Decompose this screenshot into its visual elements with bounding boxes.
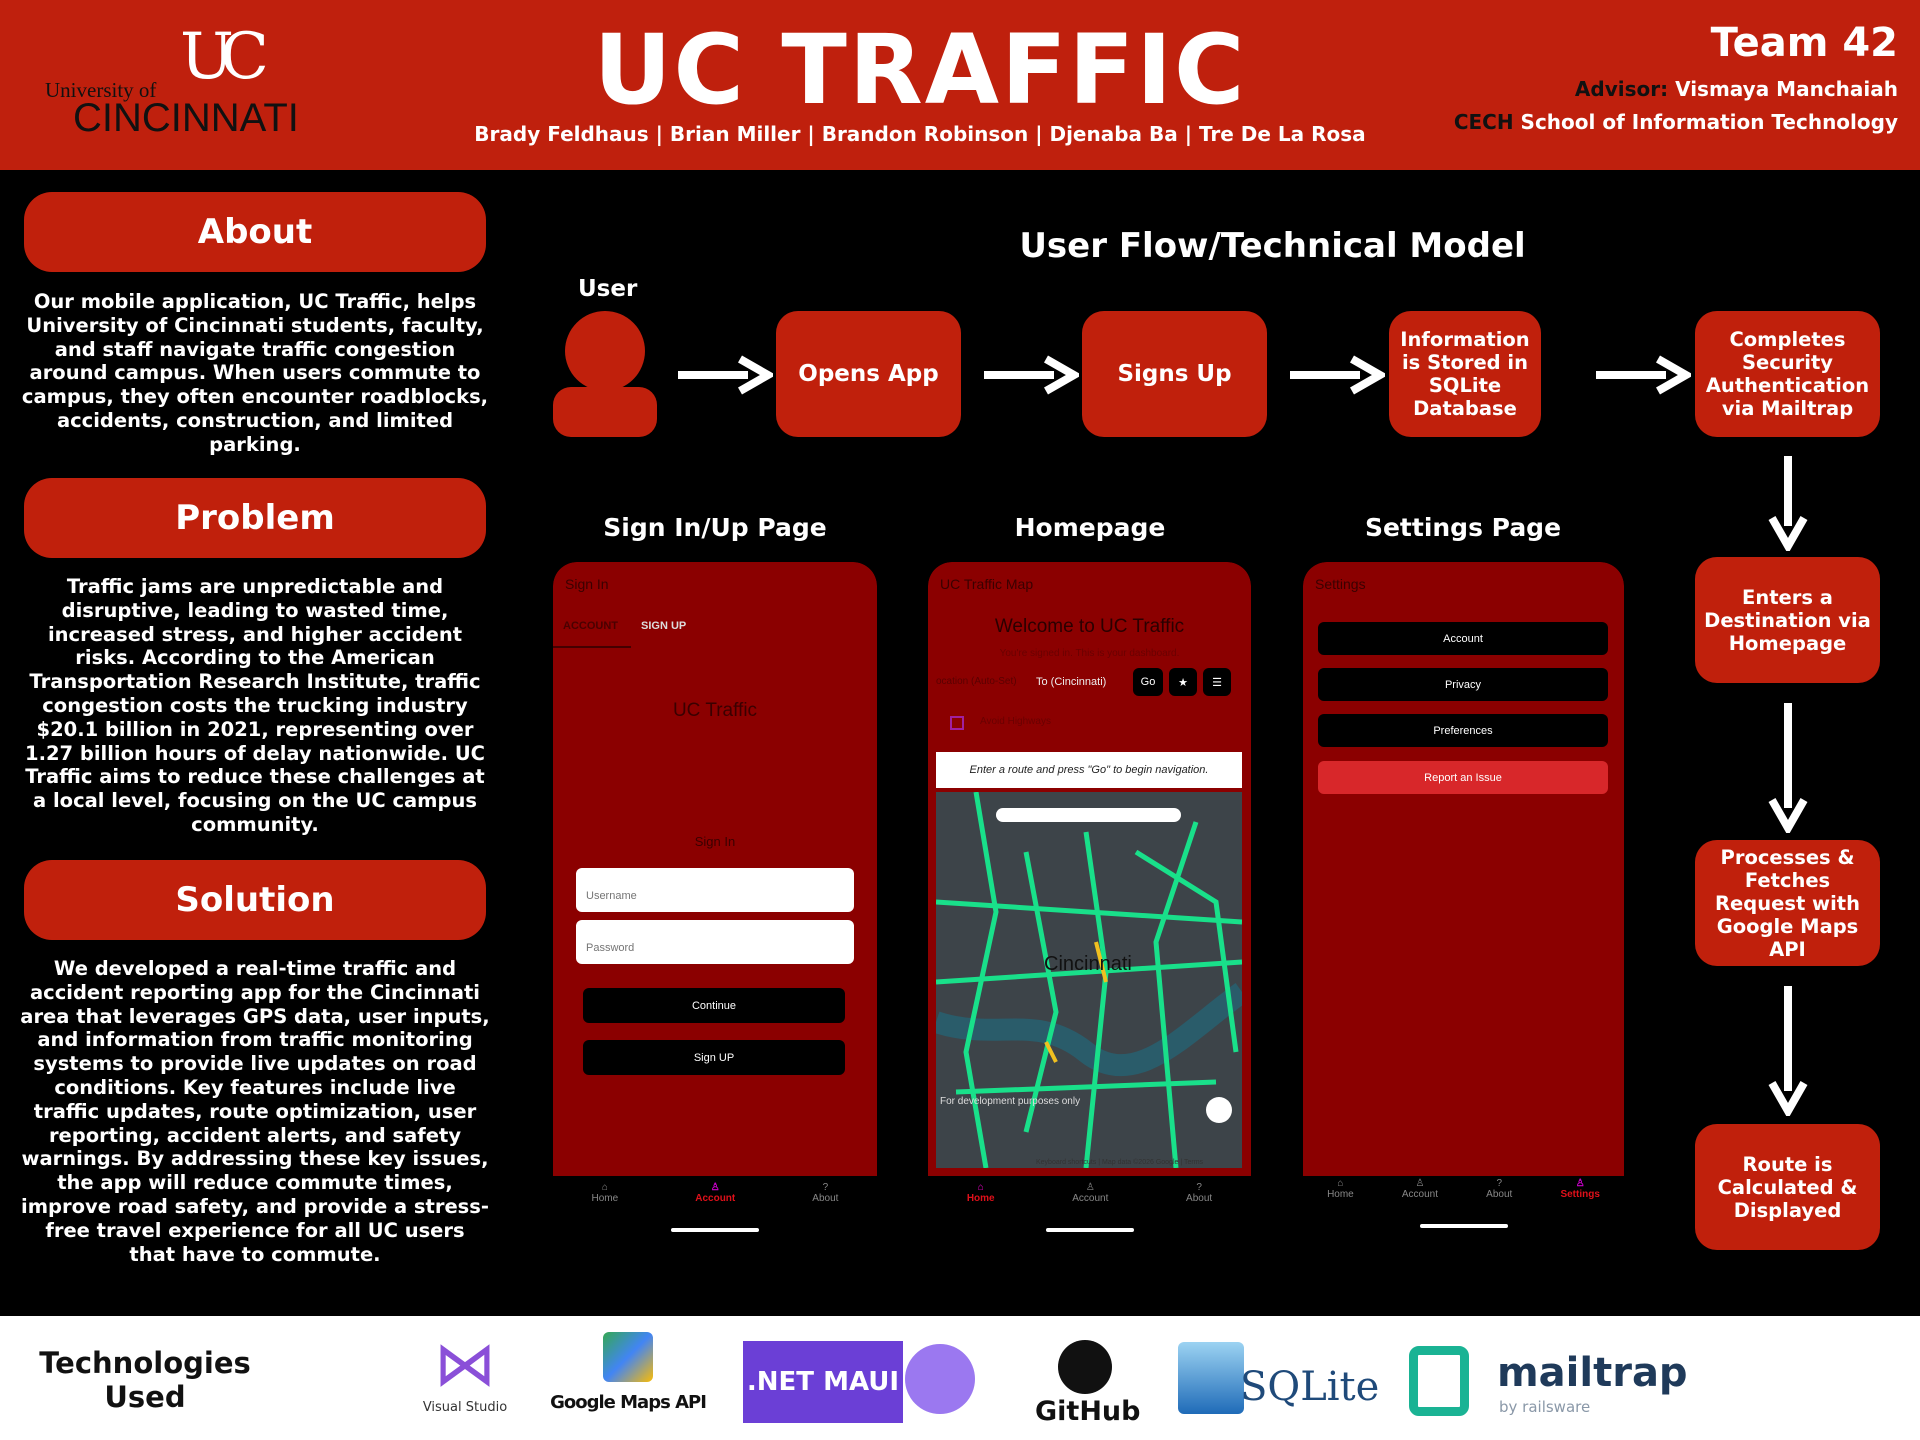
solution-heading: Solution — [24, 860, 486, 940]
settings-screen: Settings Account Privacy Preferences Rep… — [1303, 562, 1624, 1237]
school: CECH School of Information Technology — [1453, 110, 1898, 134]
flow-step-google-maps: Processes & Fetches Request with Google … — [1695, 840, 1880, 966]
signin-screen: Sign In ACCOUNT SIGN UP UC Traffic Sign … — [553, 562, 877, 1237]
flow-step-destination: Enters a Destination via Homepage — [1695, 557, 1880, 683]
problem-text: Traffic jams are unpredictable and disru… — [25, 575, 485, 836]
continue-button[interactable]: Continue — [583, 988, 845, 1023]
favorite-button[interactable]: ★ — [1169, 668, 1197, 696]
github-logo: GitHub — [1035, 1340, 1140, 1427]
technologies-footer: Technologies Used ⋈ Visual Studio Google… — [0, 1316, 1920, 1440]
home-icon: ⌂ — [1337, 1178, 1344, 1189]
bottom-nav: ⌂Home ♙Account ?About — [553, 1182, 877, 1222]
sqlite-logo: SQLite — [1178, 1342, 1379, 1422]
account-settings-button[interactable]: Account — [1318, 622, 1608, 655]
poster-title: UC TRAFFIC — [593, 14, 1247, 126]
arrow-right-icon — [678, 355, 773, 395]
team: Team 42 — [1710, 20, 1898, 66]
menu-button[interactable]: ☰ — [1203, 668, 1231, 696]
privacy-button[interactable]: Privacy — [1318, 668, 1608, 701]
arrow-right-icon — [984, 355, 1079, 395]
nav-account[interactable]: ♙Account — [695, 1182, 736, 1204]
technologies-title: Technologies Used — [39, 1346, 251, 1414]
nav-home[interactable]: ⌂Home — [1327, 1178, 1354, 1200]
avoid-highways-checkbox[interactable] — [950, 716, 964, 730]
nav-settings[interactable]: ♙Settings — [1560, 1178, 1600, 1200]
flow-step-signs-up: Signs Up — [1082, 311, 1267, 437]
settings-page-label: Settings Page — [1364, 513, 1562, 542]
solution-text: We developed a real-time traffic and acc… — [20, 957, 490, 1266]
homepage-label: Homepage — [1014, 513, 1166, 542]
help-icon: ? — [822, 1182, 829, 1193]
nav-home[interactable]: ⌂Home — [966, 1182, 995, 1204]
google-maps-logo: Google Maps API — [548, 1332, 708, 1413]
help-icon: ? — [1496, 1178, 1503, 1189]
problem-heading: Problem — [24, 478, 486, 558]
settings-icon: ♙ — [1575, 1178, 1585, 1189]
report-issue-button[interactable]: Report an Issue — [1318, 761, 1608, 794]
dotnet-maui-logo: .NET MAUI — [743, 1341, 903, 1423]
flow-title: User Flow/Technical Model — [1019, 226, 1526, 266]
bottom-nav: ⌂Home ♙Account ?About ♙Settings — [1303, 1178, 1624, 1218]
svg-text:For development purposes only: For development purposes only — [940, 1096, 1080, 1107]
tab-account[interactable]: ACCOUNT — [563, 620, 618, 632]
home-icon: ⌂ — [977, 1182, 984, 1193]
password-input[interactable] — [576, 920, 854, 964]
user-label: User — [578, 276, 638, 302]
bottom-nav: ⌂Home ♙Account ?About — [928, 1182, 1251, 1222]
tab-sign-up[interactable]: SIGN UP — [641, 620, 687, 632]
nav-account[interactable]: ♙Account — [1072, 1182, 1109, 1204]
authors: Brady Feldhaus | Brian Miller | Brandon … — [474, 122, 1366, 146]
flow-step-route: Route is Calculated & Displayed — [1695, 1124, 1880, 1250]
arrow-down-icon — [1768, 986, 1808, 1116]
advisor: Advisor: Vismaya Manchaiah — [1574, 77, 1898, 101]
mailtrap-logo: mailtrap by railsware — [1405, 1346, 1688, 1426]
from-input[interactable]: ocation (Auto-Set) — [936, 676, 1017, 687]
username-input[interactable] — [576, 868, 854, 912]
route-hint: Enter a route and press "Go" to begin na… — [936, 752, 1242, 788]
go-button[interactable]: Go — [1133, 668, 1163, 696]
svg-text:Keyboard shortcuts | Map data: Keyboard shortcuts | Map data ©2026 Goog… — [1036, 1158, 1204, 1166]
homepage-screen: UC Traffic Map Welcome to UC Traffic You… — [928, 562, 1251, 1237]
visual-studio-logo: ⋈ Visual Studio — [422, 1327, 508, 1416]
account-icon: ♙ — [1085, 1182, 1095, 1193]
about-heading: About — [24, 192, 486, 272]
flow-step-mailtrap: Completes Security Authentication via Ma… — [1695, 311, 1880, 437]
nav-about[interactable]: ?About — [812, 1182, 839, 1204]
traffic-map[interactable]: Cincinnati For development purposes only… — [936, 792, 1242, 1168]
preferences-button[interactable]: Preferences — [1318, 714, 1608, 747]
about-text: Our mobile application, UC Traffic, help… — [21, 290, 489, 456]
home-icon: ⌂ — [601, 1182, 608, 1193]
nav-home[interactable]: ⌂Home — [591, 1182, 619, 1204]
flow-step-opens-app: Opens App — [776, 311, 961, 437]
sign-up-button[interactable]: Sign UP — [583, 1040, 845, 1075]
arrow-right-icon — [1290, 355, 1385, 395]
svg-text:Cincinnati: Cincinnati — [1044, 953, 1132, 975]
to-input[interactable]: To (Cincinnati) — [1036, 676, 1107, 688]
uc-logo: UC University of CINCINNATI — [45, 20, 299, 140]
flow-step-sqlite: Information is Stored in SQLite Database — [1389, 311, 1541, 437]
nav-about[interactable]: ?About — [1486, 1178, 1513, 1200]
nav-about[interactable]: ?About — [1186, 1182, 1213, 1204]
arrow-down-icon — [1768, 456, 1808, 551]
signin-page-label: Sign In/Up Page — [603, 513, 827, 542]
account-icon: ♙ — [1415, 1178, 1425, 1189]
account-icon: ♙ — [710, 1182, 720, 1193]
nav-account[interactable]: ♙Account — [1401, 1178, 1439, 1200]
user-icon — [553, 311, 657, 437]
header: UC University of CINCINNATI UC TRAFFIC B… — [0, 0, 1920, 170]
help-icon: ? — [1196, 1182, 1202, 1193]
arrow-right-icon — [1596, 355, 1691, 395]
arrow-down-icon — [1768, 703, 1808, 833]
maui-mascot-icon — [905, 1344, 975, 1414]
